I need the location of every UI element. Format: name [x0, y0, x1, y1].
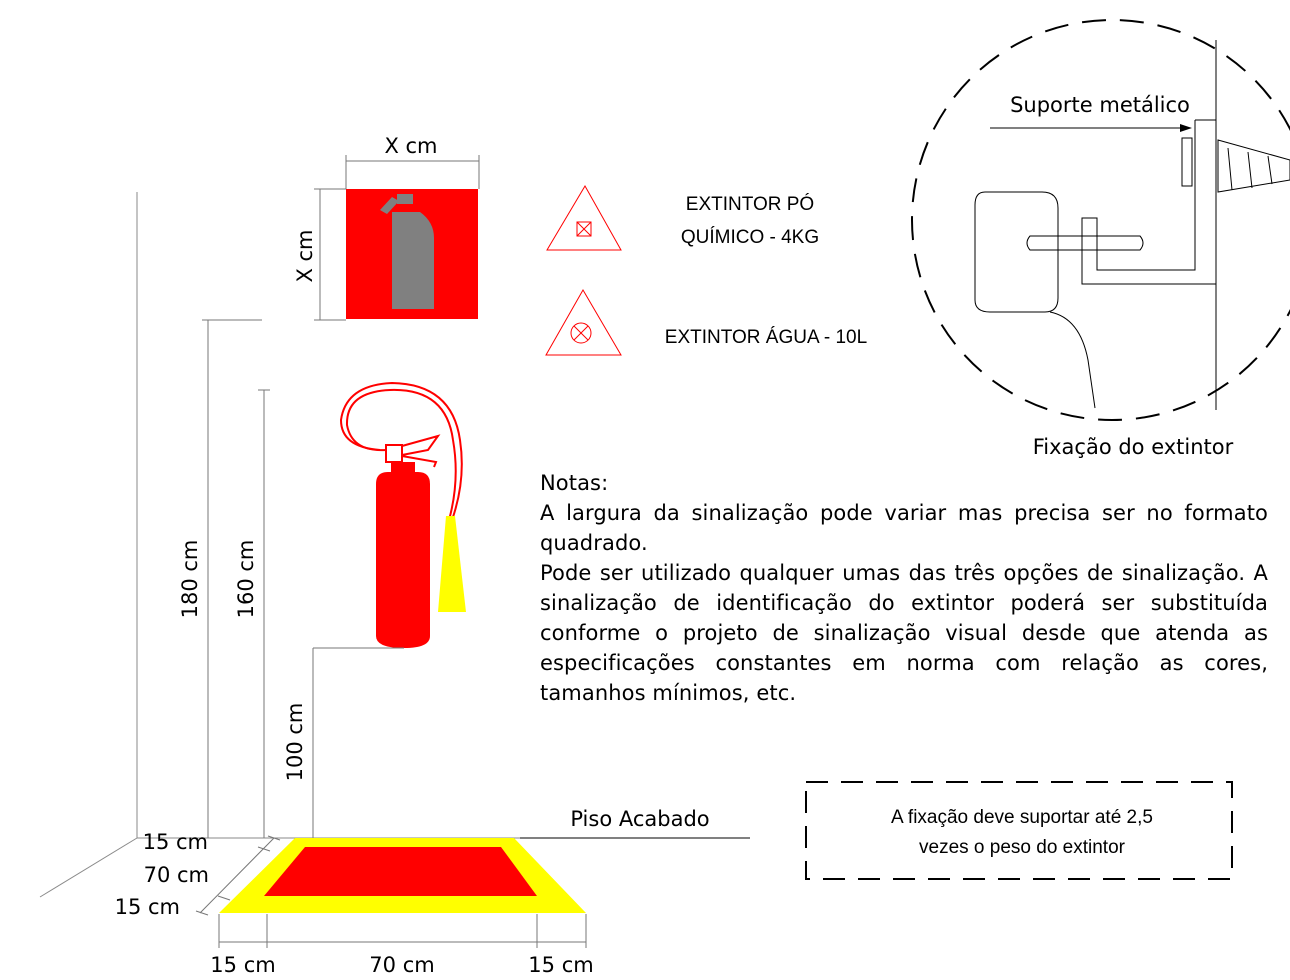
sign-height-dimension	[314, 188, 346, 321]
width-left-label: 15 cm	[210, 953, 275, 977]
callout-line1: A fixação deve suportar até 2,5	[891, 807, 1153, 828]
notes-title: Notas:	[540, 471, 609, 495]
width-right-label: 15 cm	[528, 953, 593, 977]
dry-chemical-symbol	[546, 185, 622, 251]
callout-line2: vezes o peso do extintor	[919, 837, 1126, 858]
detail-caption: Fixação do extintor	[1033, 435, 1234, 459]
bracket-label: Suporte metálico	[1010, 93, 1190, 117]
sign-width-dimension	[345, 155, 480, 189]
callout-box	[805, 781, 1233, 880]
height-100-label: 100 cm	[283, 703, 307, 782]
depth-dimensions	[195, 835, 281, 916]
notes-paragraph-2: Pode ser utilizado qualquer umas das trê…	[540, 561, 1268, 705]
sign-height-label: X cm	[293, 229, 317, 282]
sign-width-label: X cm	[384, 134, 437, 158]
water-label: EXTINTOR ÁGUA - 10L	[665, 327, 867, 348]
width-dimensions	[218, 914, 587, 948]
dry-chemical-label-line1: EXTINTOR PÓ	[686, 193, 814, 215]
floor-label: Piso Acabado	[570, 807, 709, 831]
depth-border-bottom-label: 15 cm	[115, 895, 180, 919]
depth-center-label: 70 cm	[144, 863, 209, 887]
height-160-label: 160 cm	[234, 540, 258, 619]
floor-marking	[219, 838, 586, 913]
fire-extinguisher	[339, 381, 466, 648]
dry-chemical-label-line2: QUÍMICO - 4KG	[681, 227, 819, 248]
notes: Notas: A largura da sinalização pode var…	[540, 468, 1268, 708]
extinguisher-sign	[346, 189, 478, 319]
height-180-label: 180 cm	[178, 540, 202, 619]
depth-border-top-label: 15 cm	[143, 830, 208, 854]
detail-view	[911, 19, 1290, 421]
width-center-label: 70 cm	[369, 953, 434, 977]
water-symbol	[545, 288, 622, 356]
extinguisher-silhouette-icon	[380, 194, 434, 309]
height-dimensions	[202, 319, 404, 838]
notes-paragraph-1: A largura da sinalização pode variar mas…	[540, 501, 1268, 555]
